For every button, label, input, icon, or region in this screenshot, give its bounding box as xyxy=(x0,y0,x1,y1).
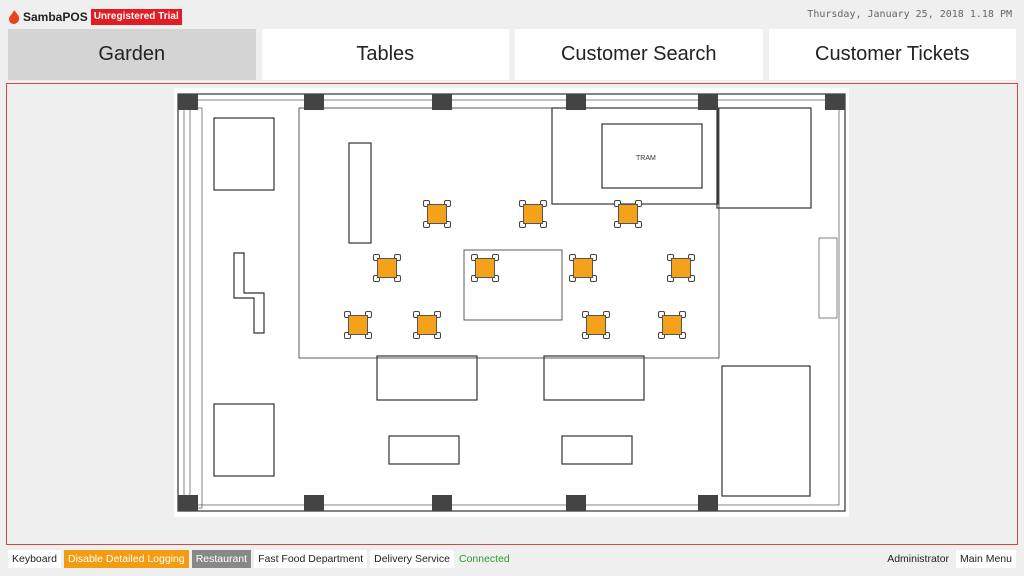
connection-status: Connected xyxy=(458,553,510,565)
main-menu-button[interactable]: Main Menu xyxy=(956,550,1016,568)
main-tabs: Garden Tables Customer Search Customer T… xyxy=(8,29,1016,80)
plan-label: TRAM xyxy=(636,155,656,162)
restaurant-button[interactable]: Restaurant xyxy=(191,550,252,568)
table-marker[interactable] xyxy=(582,311,610,339)
app-name: SambaPOS xyxy=(23,10,88,24)
delivery-service-button[interactable]: Delivery Service xyxy=(370,550,454,568)
table-marker[interactable] xyxy=(413,311,441,339)
status-bar: Keyboard Disable Detailed Logging Restau… xyxy=(0,548,1024,570)
table-marker[interactable] xyxy=(667,254,695,282)
flame-icon xyxy=(9,10,20,24)
fast-food-button[interactable]: Fast Food Department xyxy=(254,550,368,568)
trial-badge: Unregistered Trial xyxy=(90,9,182,25)
disable-logging-button[interactable]: Disable Detailed Logging xyxy=(63,550,189,568)
table-marker[interactable] xyxy=(614,200,642,228)
tab-customer-tickets[interactable]: Customer Tickets xyxy=(768,29,1016,80)
tab-garden[interactable]: Garden xyxy=(8,29,256,80)
floor-plan-drawing: TRAM xyxy=(177,93,846,512)
floor-plan-area: TRAM xyxy=(6,83,1018,545)
table-marker[interactable] xyxy=(471,254,499,282)
app-logo: SambaPOS Unregistered Trial xyxy=(8,9,182,25)
top-bar: SambaPOS Unregistered Trial Thursday, Ja… xyxy=(0,0,1024,30)
table-marker[interactable] xyxy=(519,200,547,228)
tab-tables[interactable]: Tables xyxy=(261,29,509,80)
table-marker[interactable] xyxy=(569,254,597,282)
table-marker[interactable] xyxy=(423,200,451,228)
floor-plan-image: TRAM xyxy=(174,88,849,517)
table-marker[interactable] xyxy=(344,311,372,339)
keyboard-button[interactable]: Keyboard xyxy=(8,550,61,568)
table-marker[interactable] xyxy=(658,311,686,339)
user-label[interactable]: Administrator xyxy=(887,553,950,565)
datetime: Thursday, January 25, 2018 1.18 PM xyxy=(807,9,1012,20)
table-marker[interactable] xyxy=(373,254,401,282)
tab-customer-search[interactable]: Customer Search xyxy=(515,29,763,80)
